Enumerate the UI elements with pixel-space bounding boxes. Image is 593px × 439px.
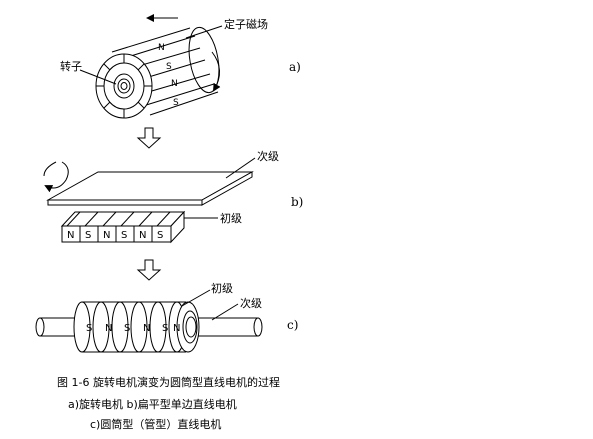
- cylinder-back: [188, 26, 220, 94]
- stator-field-label: 定子磁场: [224, 18, 268, 31]
- pole-label: S: [166, 62, 172, 72]
- pole-label: S: [157, 230, 163, 241]
- rotor-pole-labels: N S N S: [158, 43, 179, 108]
- caption-line-1: 图 1-6 旋转电机演变为圆筒型直线电机的过程: [57, 376, 280, 389]
- rotation-arrow-left: [44, 161, 69, 193]
- flat-pole-labels: N S N S N S: [67, 230, 163, 241]
- pole-label: N: [103, 230, 110, 241]
- secondary-leader: [225, 157, 256, 179]
- rotating-machine: [79, 14, 223, 119]
- pole-label: S: [121, 230, 127, 241]
- caption-line-3: c)圆筒型（管型）直线电机: [90, 418, 222, 431]
- pole-label: S: [173, 98, 179, 108]
- secondary-leader-c: [211, 303, 239, 321]
- sublabel-a: a): [289, 60, 301, 74]
- pole-label: N: [171, 79, 178, 89]
- primary-leader-c: [181, 289, 211, 307]
- secondary-label-b: 次级: [257, 150, 279, 163]
- shaft-left: [40, 317, 80, 337]
- pole-label: N: [158, 43, 165, 53]
- sublabel-b: b): [291, 195, 304, 209]
- primary-label-c: 初级: [211, 282, 233, 295]
- pole-label: S: [124, 323, 130, 334]
- pole-label: N: [139, 230, 146, 241]
- transition-arrow-1: [136, 127, 162, 149]
- pole-label: N: [105, 323, 112, 334]
- primary-label-b: 初级: [220, 212, 242, 225]
- pole-label: N: [143, 323, 150, 334]
- pole-label: S: [162, 323, 168, 334]
- pole-label: S: [85, 230, 91, 241]
- rotor-core: [113, 73, 135, 99]
- stator-field-leader: [185, 25, 223, 39]
- pole-label: S: [86, 323, 92, 334]
- rotor-label: 转子: [60, 60, 82, 73]
- tubular-linear-machine: [35, 289, 263, 353]
- flat-linear-machine: [43, 157, 256, 244]
- secondary-plate: [46, 171, 254, 201]
- transition-arrow-2: [136, 259, 162, 281]
- rotor-leader: [79, 69, 117, 85]
- shaft-right: [196, 317, 258, 337]
- primary-rings: [73, 301, 200, 353]
- pole-label: N: [173, 323, 180, 334]
- sublabel-c: c): [287, 318, 299, 332]
- pole-label: N: [67, 230, 74, 241]
- caption-line-2: a)旋转电机 b)扁平型单边直线电机: [68, 398, 237, 411]
- tubular-pole-labels: S N S N S N: [86, 323, 180, 334]
- secondary-label-c: 次级: [240, 297, 262, 310]
